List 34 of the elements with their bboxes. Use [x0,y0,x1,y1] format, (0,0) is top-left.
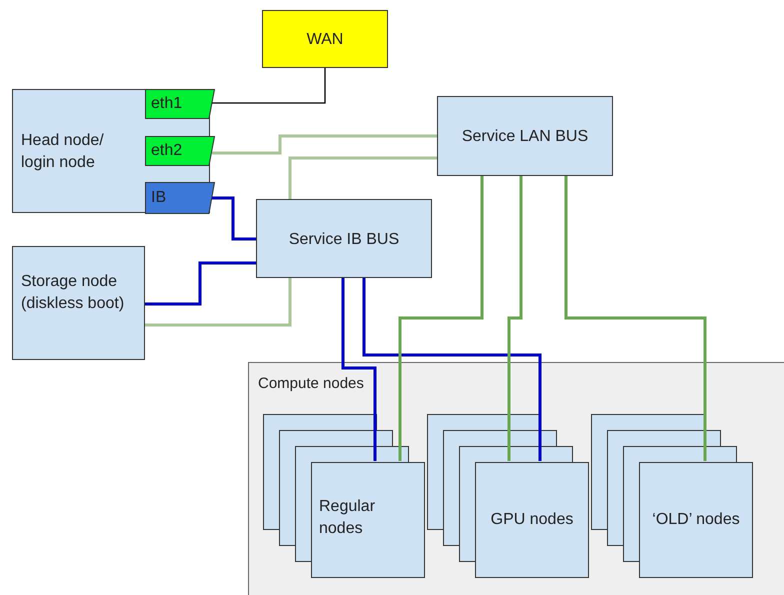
node-box [12,246,145,360]
connector-line [212,196,256,240]
node-label: eth2 [151,141,182,161]
connector-line [145,278,292,326]
node-box [437,96,613,176]
connector-line [508,176,522,461]
node-label: Head node/ login node [21,131,105,173]
connector-line [564,176,706,461]
node-label: Regular nodes [319,497,376,539]
connector-line [145,262,256,306]
card-stack [427,414,589,578]
port-tab [145,182,215,214]
port-tab [145,136,215,166]
port-tab [145,89,215,119]
node-label: Service IB BUS [288,230,400,250]
node-label: Storage node (diskless boot) [21,272,126,314]
group-panel [248,362,784,595]
node-label: GPU nodes [490,510,574,530]
card-stack [263,414,425,578]
node-box [262,10,388,68]
node-label: Service LAN BUS [460,127,590,147]
connector-line [212,134,437,154]
node-label: ‘OLD’ nodes [651,510,741,530]
connector-line [362,278,542,461]
connector-line [212,68,326,104]
connector-line [342,278,376,461]
node-label: WAN [306,30,344,50]
node-label: IB [151,188,166,208]
connector-line [398,176,484,461]
card-stack [591,414,753,578]
connector-line [288,156,437,199]
node-box [256,199,432,278]
node-label: eth1 [151,94,182,114]
group-label: Compute nodes [258,374,364,394]
